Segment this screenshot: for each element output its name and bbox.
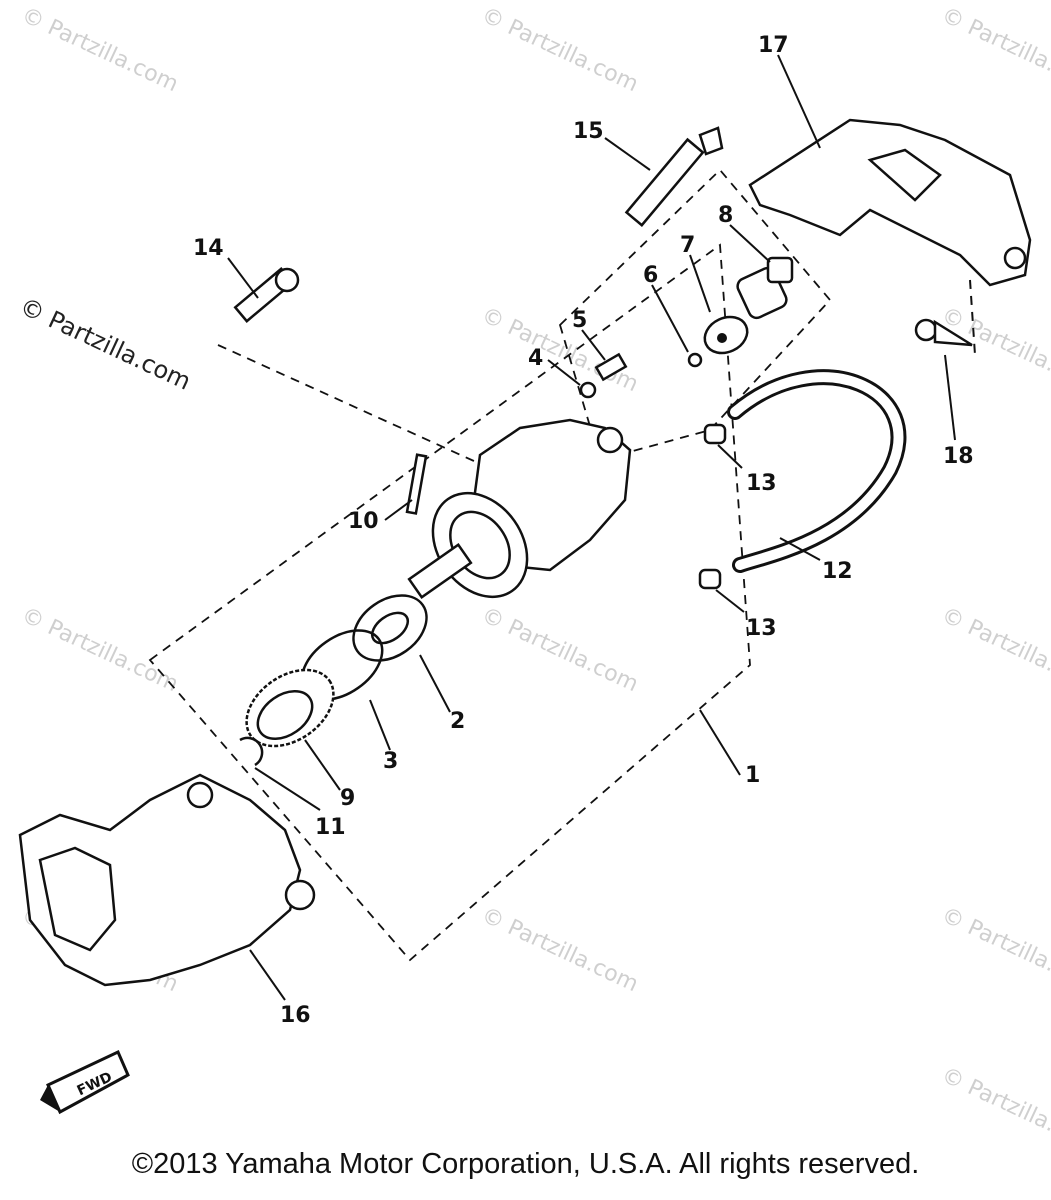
leader-15 (604, 137, 651, 171)
callout-8: 8 (718, 203, 733, 228)
callout-12: 12 (822, 559, 853, 584)
fitting-8-part (736, 256, 794, 320)
leader-1 (699, 709, 741, 776)
leader-9 (304, 739, 341, 791)
callout-7: 7 (680, 233, 695, 258)
leader-6 (651, 284, 689, 353)
watermark: © Partzilla.com (477, 303, 641, 397)
oil-pump-body (407, 418, 632, 599)
leader-10 (384, 499, 413, 521)
washer-7-part (703, 315, 749, 355)
callout-17: 17 (758, 33, 789, 58)
housing-16-part (18, 773, 316, 987)
leader-12 (779, 537, 821, 561)
leader-4 (547, 359, 581, 386)
callout-13-lower: 13 (746, 616, 777, 641)
bearing-2-part (352, 594, 428, 662)
callout-15: 15 (573, 119, 604, 144)
leader-11 (254, 767, 321, 811)
callout-13-upper: 13 (746, 471, 777, 496)
bracket-part (748, 118, 1032, 287)
callout-6: 6 (643, 263, 658, 288)
watermark: © Partzilla.com (477, 603, 641, 697)
callout-18: 18 (943, 444, 974, 469)
leader-16 (249, 949, 286, 1001)
callout-16: 16 (280, 1003, 311, 1028)
callout-2: 2 (450, 709, 465, 734)
leader-13-upper (717, 444, 743, 469)
leader-7 (689, 254, 711, 313)
forward-arrow-icon: FWD (40, 1049, 130, 1115)
leader-18-dash (969, 279, 976, 356)
callout-3: 3 (383, 749, 398, 774)
pin-10-part (405, 453, 428, 515)
watermark: © Partzilla.com (937, 1063, 1051, 1157)
watermark: © Partzilla.com (477, 3, 641, 97)
callout-4: 4 (528, 346, 543, 371)
clamp-13-lower-part (698, 568, 722, 590)
bolt-14-part (233, 267, 300, 323)
leader-14 (227, 257, 259, 299)
callout-labels: 1 2 3 4 5 6 7 8 9 10 11 12 13 13 14 15 1… (193, 33, 974, 1028)
callout-1: 1 (745, 763, 760, 788)
clamp-13-upper-part (703, 423, 727, 445)
washer-6-part (687, 352, 703, 368)
watermark: © Partzilla.com (17, 3, 181, 97)
watermark: © Partzilla.com (937, 3, 1051, 97)
watermark-main: © Partzilla.com (15, 292, 195, 396)
washer-4-part (579, 381, 597, 399)
watermark: © Partzilla.com (477, 903, 641, 997)
leader-2 (419, 654, 451, 713)
leader-17 (777, 54, 821, 149)
bolt-15-part (624, 126, 724, 227)
clip-11-part (239, 736, 264, 767)
screw-5-part (594, 352, 628, 382)
callout-5: 5 (572, 308, 587, 333)
pump-assembly-outline (148, 243, 751, 962)
leader-5 (581, 329, 606, 361)
leader-3 (369, 699, 391, 751)
watermark: © Partzilla.com (937, 903, 1051, 997)
copyright-notice: ©2013 Yamaha Motor Corporation, U.S.A. A… (131, 1148, 920, 1180)
watermark: © Partzilla.com (937, 603, 1051, 697)
watermark: © Partzilla.com (17, 603, 181, 697)
callout-11: 11 (315, 815, 346, 840)
leader-18 (944, 354, 956, 441)
callout-14: 14 (193, 236, 224, 261)
leader-8 (729, 224, 771, 263)
callout-10: 10 (348, 509, 379, 534)
callout-9: 9 (340, 786, 355, 811)
gear-9-part (245, 668, 335, 748)
screw-18-part (914, 318, 973, 347)
watermark: © Partzilla.com (937, 303, 1051, 397)
leader-13-lower (715, 589, 745, 613)
